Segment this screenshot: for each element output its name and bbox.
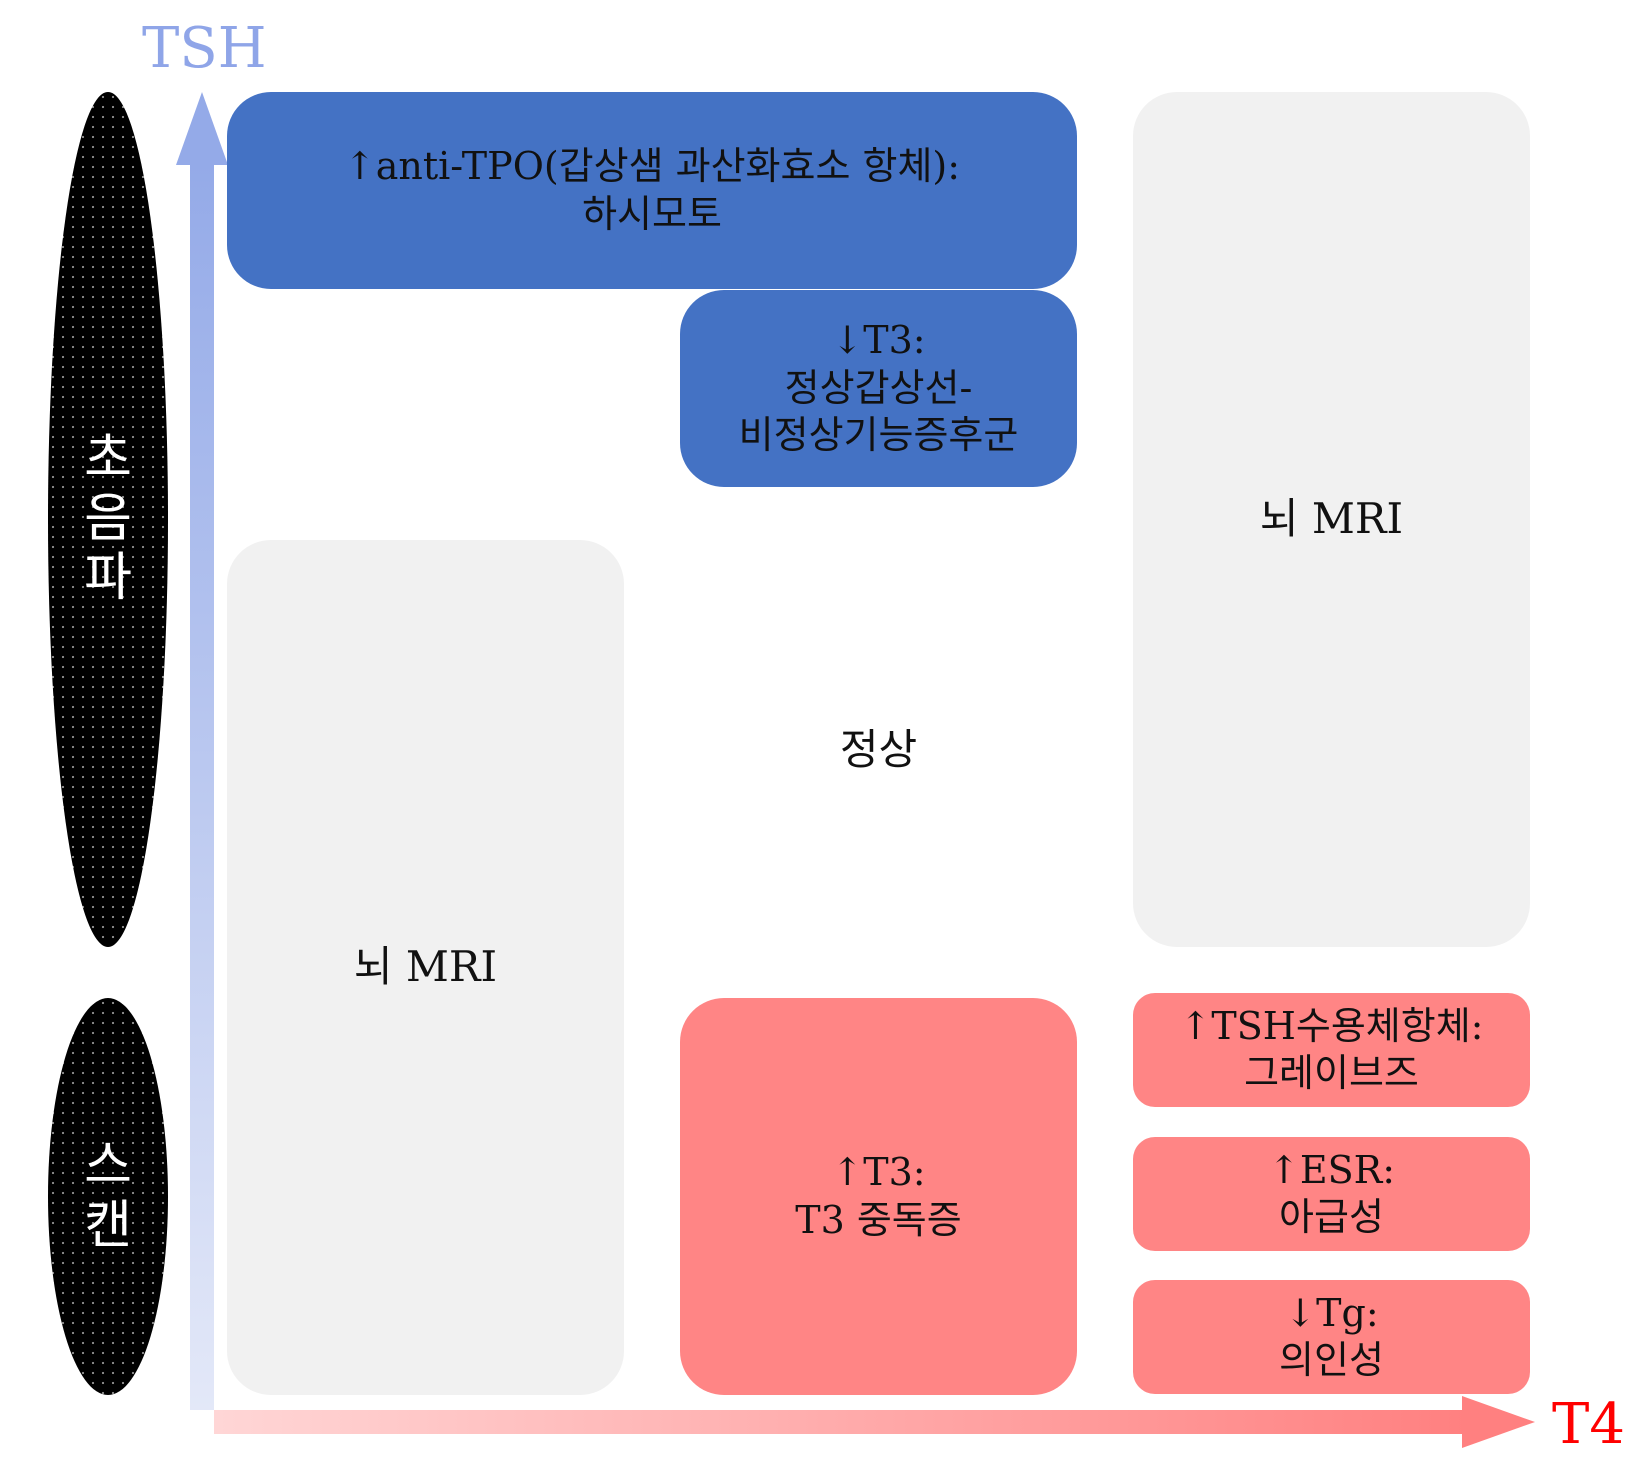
tsh-axis-label: TSH	[142, 16, 267, 81]
graves-text: ↑TSH수용체항체: 그레이브즈	[1179, 1003, 1484, 1096]
scan-label: 스캔	[84, 1135, 132, 1256]
t4-axis-arrow	[214, 1396, 1535, 1448]
t4-axis-label: T4	[1552, 1392, 1625, 1457]
tsh-axis-arrow	[176, 92, 228, 1410]
t3-toxicosis-text: ↑T3: T3 중독증	[795, 1150, 962, 1242]
ultrasound-oval: 초음파	[48, 92, 168, 947]
normal-text: 정상	[839, 724, 918, 774]
factitious-text: ↓Tg: 의인성	[1279, 1290, 1384, 1383]
graves-box: ↑TSH수용체항체: 그레이브즈	[1133, 993, 1530, 1107]
scan-oval: 스캔	[48, 998, 168, 1395]
subacute-box: ↑ESR: 아급성	[1133, 1137, 1530, 1251]
brain-mri-left-box: 뇌 MRI	[227, 540, 624, 1395]
ultrasound-label: 초음파	[84, 428, 132, 609]
t3-toxicosis-box: ↑T3: T3 중독증	[680, 998, 1077, 1395]
normal-region: 정상	[680, 700, 1077, 800]
brain-mri-right-text: 뇌 MRI	[1259, 494, 1404, 544]
sick-euthyroid-text: ↓T3: 정상갑상선- 비정상기능증후군	[738, 318, 1019, 458]
hashimoto-box: ↑anti-TPO(갑상샘 과산화효소 항체): 하시모토	[227, 92, 1077, 289]
factitious-box: ↓Tg: 의인성	[1133, 1280, 1530, 1394]
subacute-text: ↑ESR: 아급성	[1267, 1147, 1396, 1240]
hashimoto-text: ↑anti-TPO(갑상샘 과산화효소 항체): 하시모토	[343, 144, 961, 236]
sick-euthyroid-box: ↓T3: 정상갑상선- 비정상기능증후군	[680, 290, 1077, 487]
brain-mri-left-text: 뇌 MRI	[353, 942, 498, 992]
brain-mri-right-box: 뇌 MRI	[1133, 92, 1530, 947]
